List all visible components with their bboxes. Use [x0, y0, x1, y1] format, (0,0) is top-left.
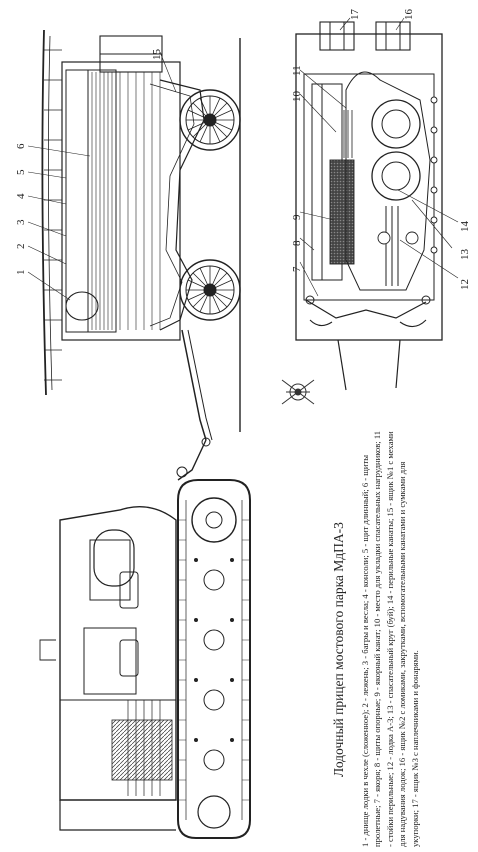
callout-7: 7: [291, 266, 303, 272]
callout-11: 11: [291, 65, 303, 76]
callout-12: 12: [459, 279, 471, 290]
trailer-wheel-rear: [179, 259, 241, 321]
callout-14: 14: [459, 221, 471, 233]
callout-6: 6: [15, 143, 27, 149]
callout-4: 4: [15, 193, 27, 199]
tractor-side-view: [39, 439, 251, 839]
callout-16: 16: [403, 9, 415, 21]
callout-10: 10: [291, 91, 303, 103]
top-view-callouts: 7 8 9 10 11 12 13 14 16 17: [291, 9, 471, 291]
callout-1: 1: [15, 270, 27, 276]
legend-text: 1 - днище лодки в чехле (сложенное); 2 -…: [360, 430, 420, 847]
callout-2: 2: [15, 244, 27, 250]
callout-5: 5: [15, 169, 27, 175]
callout-17: 17: [349, 9, 361, 21]
side-view-callouts: 1 2 3 4 5 6 15: [15, 49, 163, 276]
trailer-top-view: [295, 17, 459, 391]
diagram-title: Лодочный прицеп мостового парка МдПА-3: [331, 522, 346, 777]
engineer-troops-emblem: [281, 379, 315, 405]
callout-15: 15: [151, 49, 163, 61]
callout-13: 13: [459, 249, 471, 261]
callout-9: 9: [291, 214, 303, 220]
callout-8: 8: [291, 240, 303, 246]
caption-block: Лодочный прицеп мостового парка МдПА-3 1…: [331, 427, 449, 847]
trailer-side-view: [27, 29, 241, 447]
callout-3: 3: [15, 219, 27, 225]
trailer-wheel-front: [179, 89, 241, 151]
